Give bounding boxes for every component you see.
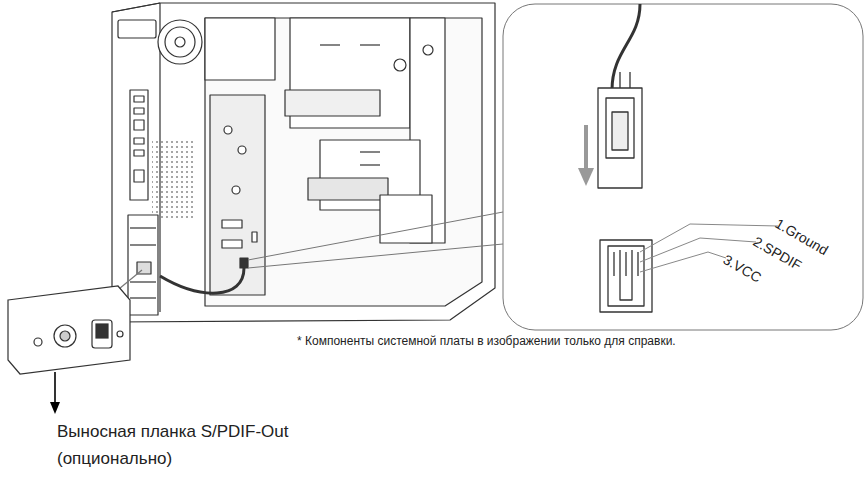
pointer-arrow-head (50, 402, 60, 414)
pin (625, 252, 626, 276)
coaxial-port (96, 324, 108, 338)
bay-slot (360, 151, 380, 152)
screw-hole (117, 331, 123, 337)
case-interior (205, 18, 482, 306)
vent (152, 140, 196, 220)
bay-slot (360, 164, 380, 165)
port (134, 96, 144, 102)
plug (598, 88, 642, 188)
pin (613, 252, 614, 276)
component (224, 126, 232, 134)
io-panel (130, 90, 148, 200)
plug-latch (606, 98, 634, 158)
wire (619, 72, 620, 90)
pin (637, 252, 638, 276)
header-key (620, 250, 632, 300)
zoom-line (248, 212, 503, 260)
psu-fan (165, 27, 195, 57)
component (222, 220, 242, 228)
optical-drive (285, 90, 380, 116)
psu-fan (175, 37, 185, 47)
component (238, 146, 246, 154)
optical-port (54, 325, 76, 347)
hard-drive (308, 178, 388, 200)
port (134, 170, 144, 182)
wire (612, 4, 640, 90)
port (134, 150, 144, 156)
slot (130, 281, 156, 282)
power-socket (118, 20, 156, 38)
component (232, 186, 240, 194)
zoom-bubble (503, 4, 863, 330)
bracket-plate (8, 286, 130, 374)
insert-arrow-head (578, 168, 594, 186)
plug-latch (612, 112, 628, 150)
bay-slot (360, 44, 380, 45)
port (134, 108, 144, 114)
spdif-header (240, 258, 248, 268)
case-edge (112, 3, 160, 12)
port (134, 138, 144, 144)
slot-panel (128, 215, 158, 315)
slot (130, 244, 156, 245)
coaxial-port (92, 320, 112, 348)
slot (130, 227, 156, 228)
pointer-arrow (54, 372, 56, 404)
slot (130, 297, 156, 298)
part-label: Выносная планка S/PDIF-Out (опционально) (57, 418, 307, 472)
bay-bracket (380, 195, 432, 243)
screw-hole (34, 338, 42, 346)
pin-header (600, 240, 652, 312)
wire (629, 72, 630, 90)
zoom-line (248, 244, 503, 268)
bay-hole (423, 45, 433, 55)
motherboard (210, 95, 265, 295)
bay-slot (320, 44, 340, 45)
insert-arrow (584, 125, 588, 170)
pin-header (608, 246, 644, 306)
footnote: * Компоненты системной платы в изображен… (297, 332, 857, 351)
case-outline (112, 3, 495, 322)
spdif-cable (160, 268, 244, 293)
component (222, 240, 242, 248)
psu (205, 18, 275, 80)
psu-fan (158, 20, 202, 64)
bay-hole (394, 59, 406, 71)
component (252, 232, 257, 242)
optical-port (60, 331, 70, 341)
port (134, 120, 144, 130)
leader-line (640, 252, 726, 272)
